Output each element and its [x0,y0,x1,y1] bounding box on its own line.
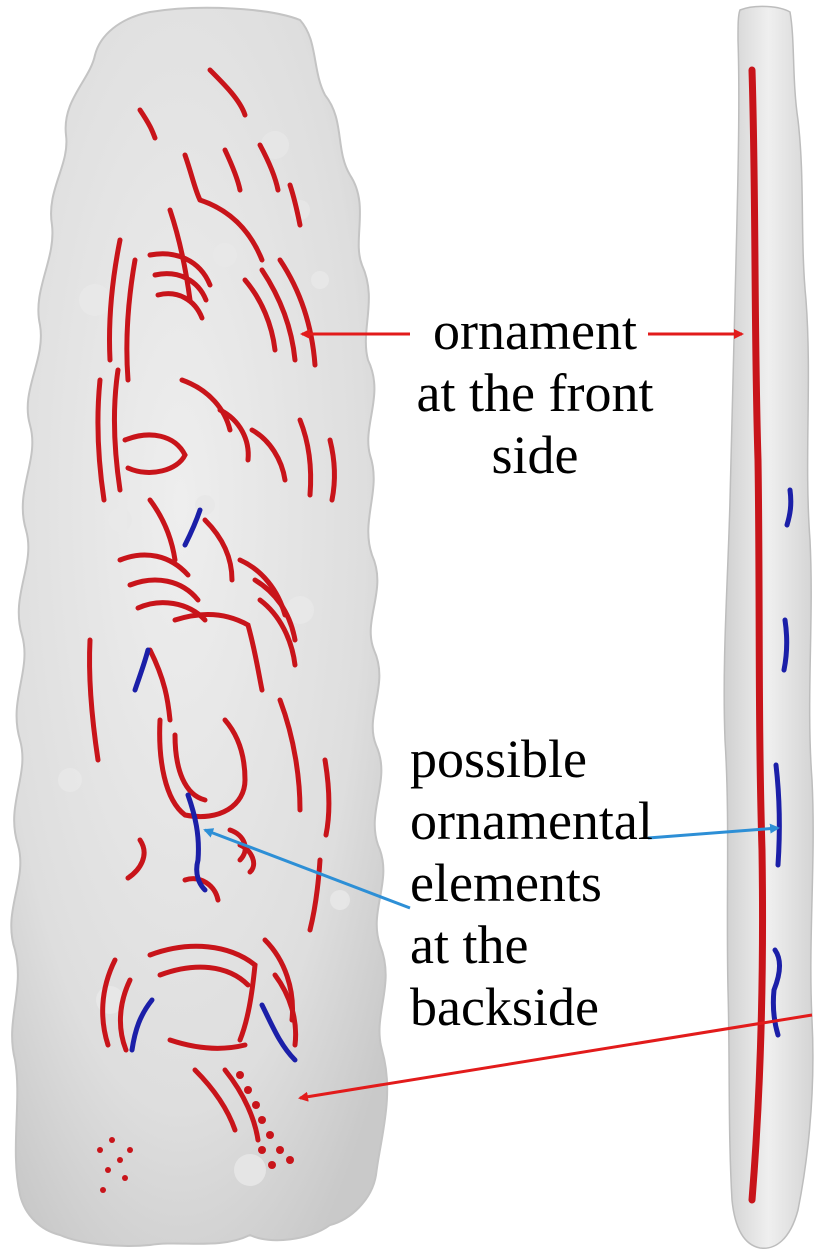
back-label-line-2: ornamental [410,790,653,852]
stone-side-surface [724,6,813,1248]
front-ornament-label: ornament at the front side [370,300,700,486]
back-label-line-4: at the [410,914,653,976]
front-label-line-2: at the front [370,362,700,424]
side-view [724,6,813,1248]
front-view [11,8,387,1246]
backside-ornament-label: possible ornamental elements at the back… [410,728,653,1038]
back-label-line-5: backside [410,976,653,1038]
front-label-line-3: side [370,424,700,486]
front-label-line-1: ornament [370,300,700,362]
back-label-line-1: possible [410,728,653,790]
back-label-line-3: elements [410,852,653,914]
